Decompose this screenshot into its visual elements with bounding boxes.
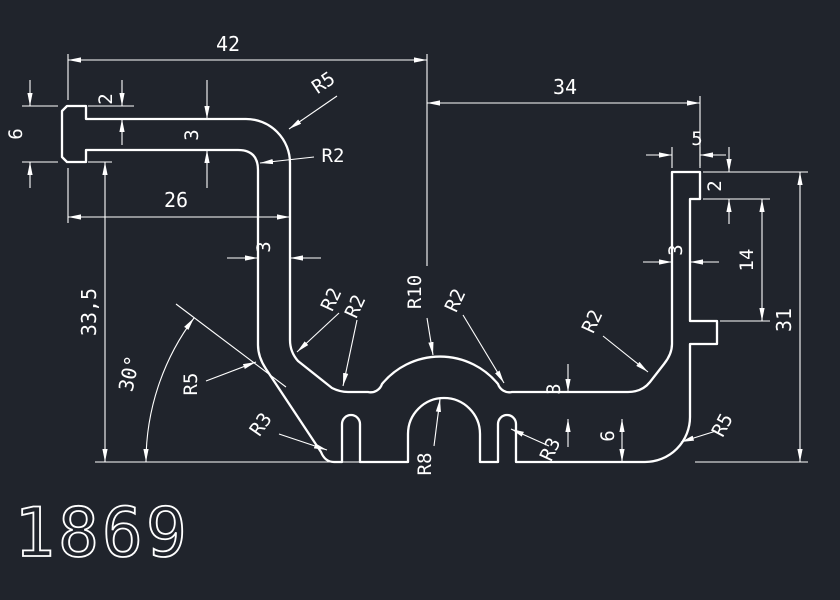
radius-label: R3: [536, 434, 566, 464]
leader-line: [296, 312, 340, 353]
dim-wall-thickness: 3: [643, 244, 719, 265]
leader-line: [205, 361, 257, 382]
dim-label: 3: [181, 129, 203, 140]
leader-line: [462, 314, 505, 384]
dim-overall-height-right: 31: [695, 171, 808, 463]
radius-label: R2: [322, 145, 345, 167]
radius-label: R3: [246, 409, 277, 440]
leader-radius-right-inner: R2: [578, 306, 649, 373]
radius-label: R8: [414, 453, 436, 476]
dim-arm-length: 26: [67, 168, 290, 223]
construction-line: [175, 303, 287, 388]
dim-lip-width: 5: [646, 128, 726, 168]
dim-arm-thickness: 3: [181, 80, 210, 188]
leader-radius-dome-outer: R10: [404, 275, 434, 356]
leader-line: [342, 319, 358, 387]
leader-radius-slope-lower: R2: [341, 291, 370, 387]
leader-line: [433, 398, 441, 447]
dim-channel-depth: 14: [720, 199, 770, 322]
leader-line: [426, 317, 434, 356]
dim-cap-height: 6: [5, 80, 58, 188]
part-number-label: 1869: [14, 494, 190, 573]
leader-line: [259, 156, 315, 165]
radius-label: R2: [578, 306, 608, 336]
leader-radius-left-corner: R5: [180, 361, 257, 396]
dim-label: 3: [543, 383, 565, 394]
dim-lip-thickness: 2: [703, 147, 770, 224]
dim-label: 34: [553, 75, 577, 99]
dim-label: 6: [597, 430, 619, 441]
dim-web-thickness: 3: [227, 241, 321, 261]
dim-label: 42: [216, 32, 240, 56]
leader-line: [602, 335, 649, 373]
dim-label: 14: [736, 249, 758, 272]
dim-label: 26: [164, 188, 188, 212]
leader-radius-foot-right: R3: [510, 428, 566, 464]
dim-label: 33,5: [77, 288, 101, 336]
radius-label: R5: [308, 68, 339, 99]
dim-base-step: 3: [543, 364, 571, 447]
dim-cap-offset: 2: [88, 80, 134, 145]
dim-top-width: 42: [67, 32, 428, 266]
dim-base-height: 6: [597, 419, 625, 462]
leader-radius-dome-foot: R2: [441, 285, 505, 384]
dim-label: 31: [772, 308, 796, 332]
leader-line: [278, 433, 328, 451]
dim-label: 30°: [114, 353, 145, 393]
dim-label: 3: [253, 241, 275, 252]
dim-slope-angle: 30°: [95, 303, 400, 463]
radius-label: R5: [180, 373, 202, 396]
radius-label: R2: [441, 285, 471, 315]
radius-label: R10: [404, 275, 426, 309]
radius-label: R5: [708, 410, 738, 441]
leader-line: [680, 430, 717, 443]
dim-top-right-width: 34: [427, 75, 701, 166]
angle-arc: [143, 317, 195, 463]
dim-label: 2: [95, 93, 117, 104]
leader-line: [510, 428, 550, 447]
profile-outline: [60, 104, 719, 464]
leader-radius-dome-inner: R8: [414, 398, 441, 476]
leader-radius-slope-upper: R2: [296, 284, 346, 353]
leader-radius-top-outer: R5: [288, 68, 339, 130]
leader-radius-top-inner: R2: [259, 145, 345, 167]
dim-label: 3: [665, 244, 687, 255]
leader-line: [288, 95, 338, 130]
dim-label: 2: [704, 180, 726, 191]
dim-overall-height-left: 33,5: [77, 161, 112, 462]
dim-label: 6: [5, 128, 27, 139]
dim-label: 5: [691, 128, 702, 150]
